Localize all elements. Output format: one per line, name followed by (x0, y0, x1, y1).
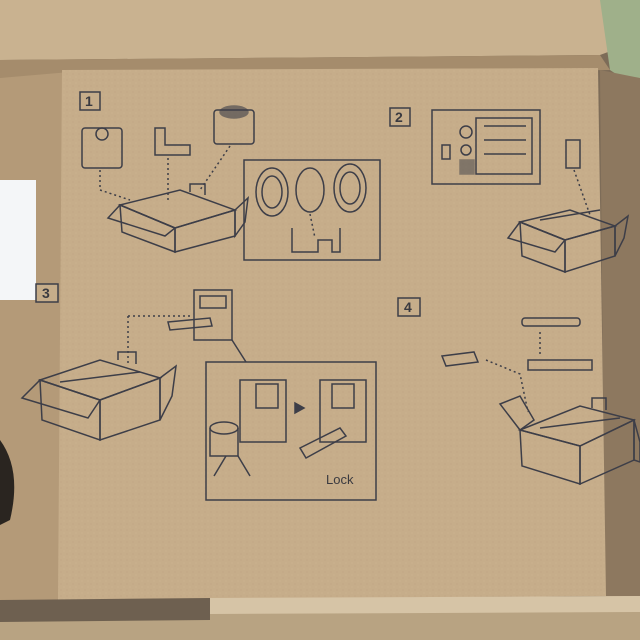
part-plate (440, 351, 480, 367)
step-2-detail-frame (431, 109, 541, 185)
step-4-number: 4 (404, 299, 412, 315)
step-1-diagram (79, 91, 381, 261)
step-2-number: 2 (395, 109, 403, 125)
part-rod (521, 317, 581, 327)
right-wall (600, 70, 640, 610)
part-rail (527, 359, 593, 371)
step-2-diagram (389, 107, 630, 274)
green-cloth (600, 0, 640, 90)
part-l-bracket (154, 127, 191, 156)
step-3-diagram (20, 283, 377, 501)
top-flap (0, 0, 640, 60)
step-4-diagram (397, 297, 640, 486)
white-window (0, 180, 36, 300)
bottom-slot (0, 598, 210, 622)
step-1-number-box (79, 91, 101, 111)
step-3-number: 3 (42, 285, 50, 301)
lock-label: Lock (326, 472, 354, 487)
step-1-number: 1 (85, 93, 93, 109)
step-3-detail-frame (205, 361, 377, 501)
bottom-edge (210, 596, 640, 614)
handle-hole (0, 440, 15, 525)
instruction-panel (58, 68, 606, 600)
step-1-detail-frame (243, 159, 381, 261)
